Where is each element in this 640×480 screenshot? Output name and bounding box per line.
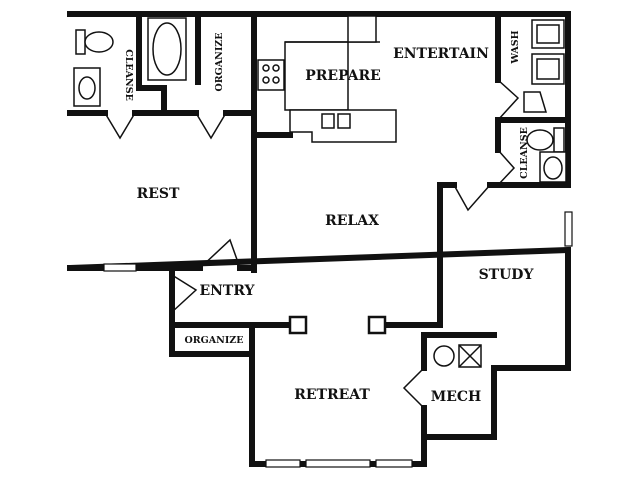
bath-divider [136, 11, 167, 116]
toilet-tank [75, 29, 86, 55]
toilet-bowl [84, 31, 114, 53]
door-organize-top [195, 112, 227, 140]
utility-fixtures [526, 19, 567, 183]
mech-wall [421, 332, 497, 440]
window-retreat-3 [375, 459, 413, 468]
bathtub-basin [152, 22, 182, 76]
label-entertain: ENTERTAIN [393, 46, 489, 62]
vanity-sink [78, 76, 96, 100]
label-entry: ENTRY [199, 283, 255, 299]
door-mech [402, 367, 425, 409]
vanity-right-sink [543, 156, 563, 180]
door-wash [497, 79, 520, 121]
sink-right [337, 113, 351, 129]
sink-left [321, 113, 335, 129]
door-cleanse-right [497, 149, 516, 186]
bath-fixtures [73, 17, 187, 107]
kitchen-island [289, 109, 397, 143]
door-bath [104, 112, 136, 140]
label-prepare: PREPARE [305, 68, 381, 84]
doors [104, 79, 548, 409]
column-right [367, 315, 387, 335]
window-study [564, 211, 573, 247]
label-wash: WASH [510, 30, 521, 64]
door-study [453, 184, 491, 212]
column-left [288, 315, 308, 335]
label-cleanse-right: CLEANSE [519, 127, 530, 179]
label-organize-top: ORGANIZE [214, 33, 225, 92]
label-relax: RELAX [325, 213, 379, 229]
window-rest [103, 263, 137, 272]
label-rest: REST [137, 186, 180, 202]
label-study: STUDY [479, 267, 535, 283]
walls [67, 11, 571, 467]
door-rest [199, 238, 241, 269]
label-retreat: RETREAT [294, 387, 370, 403]
toilet-right-bowl [526, 129, 554, 151]
kitchen-fixtures [257, 15, 397, 143]
label-cleanse-main: CLEANSE [123, 49, 134, 101]
windows [103, 211, 573, 468]
water-heater [433, 345, 455, 367]
door-entry [171, 274, 198, 313]
organize-entry-wall [169, 322, 255, 357]
refrigerator [347, 15, 377, 43]
label-mech: MECH [431, 389, 482, 405]
vanity [73, 67, 101, 107]
label-organize-entry: ORGANIZE [185, 335, 244, 346]
linen-shelf [523, 91, 548, 113]
mech-fixtures [433, 344, 482, 368]
window-retreat-1 [265, 459, 301, 468]
window-retreat-2 [305, 459, 371, 468]
toilet-right-tank [553, 127, 565, 153]
stove [257, 59, 285, 91]
rest-right-lower [169, 110, 257, 271]
room-labels: REST RELAX PREPARE ENTERTAIN STUDY RETRE… [123, 30, 534, 405]
bathtub [147, 17, 187, 81]
